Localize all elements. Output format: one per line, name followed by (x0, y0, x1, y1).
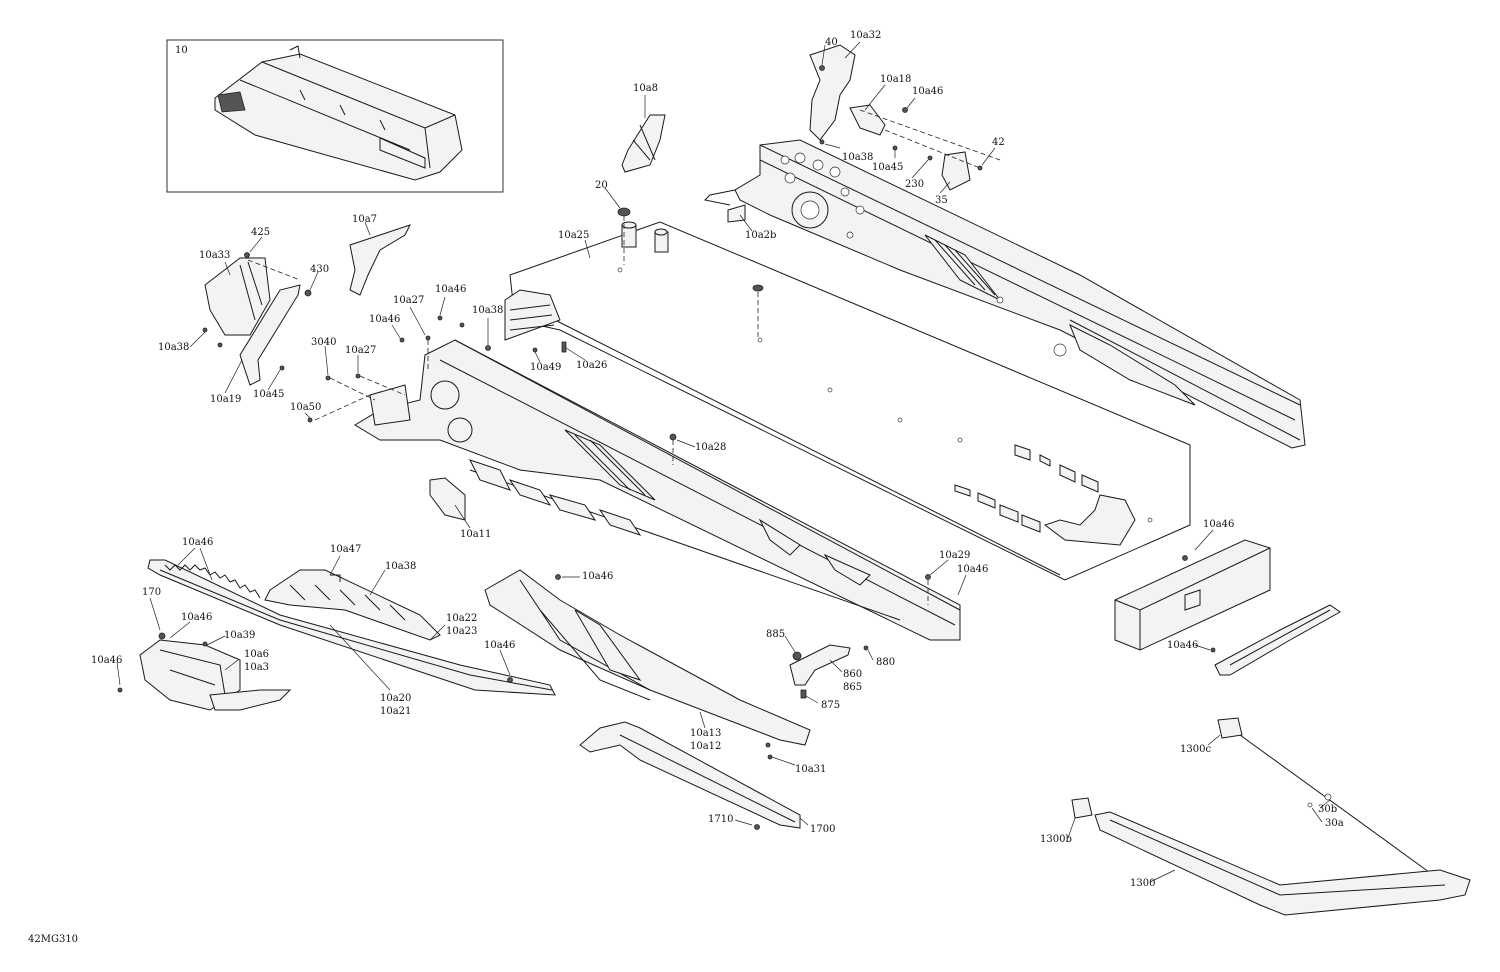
rail-holes (780, 152, 1067, 357)
callout-10a27-mid: 10a27 (345, 345, 376, 356)
inset-assembly-view: 10 (166, 39, 504, 193)
callout-10a47: 10a47 (330, 544, 361, 555)
callout-10a23: 10a23 (446, 626, 477, 637)
callout-10a46-top: 10a46 (435, 284, 466, 295)
leader-lines (116, 41, 1331, 883)
callout-230: 230 (905, 179, 924, 190)
callout-3040: 3040 (311, 337, 336, 348)
callout-35: 35 (935, 195, 948, 206)
callout-10a29: 10a29 (939, 550, 970, 561)
front-hardware (307, 315, 931, 605)
callout-10a31: 10a31 (795, 764, 826, 775)
callout-875: 875 (821, 700, 840, 711)
callout-10a46-rail-end: 10a46 (957, 564, 988, 575)
tunnel-cutouts (954, 444, 1136, 546)
callout-labels: 10a32 40 10a18 10a46 10a38 10a45 230 42 … (91, 30, 1344, 889)
tunnel-brackets (617, 114, 764, 340)
callout-170: 170 (142, 587, 161, 598)
callout-10a2b: 10a2b (745, 230, 776, 241)
callout-10a46: 10a46 (912, 86, 943, 97)
front-suspension-bracket (117, 632, 292, 711)
rail-cutouts (469, 459, 871, 586)
callout-10a27-top: 10a27 (393, 295, 424, 306)
callout-10a38-left: 10a38 (158, 342, 189, 353)
callout-10a21: 10a21 (380, 706, 411, 717)
callout-30b: 30b (1318, 804, 1337, 815)
running-board (484, 569, 811, 760)
callout-10a46-cross-low: 10a46 (1167, 640, 1198, 651)
inset-label: 10 (175, 45, 188, 56)
callout-865: 865 (843, 682, 862, 693)
callout-1300: 1300 (1130, 878, 1155, 889)
callout-10a46-bumper: 10a46 (182, 537, 213, 548)
callout-10a45-left: 10a45 (253, 389, 284, 400)
front-mesh-bracket (264, 569, 441, 641)
callout-10a46-board-low: 10a46 (484, 640, 515, 651)
callout-10a3: 10a3 (244, 662, 269, 673)
callout-10a6: 10a6 (244, 649, 269, 660)
callout-10a19: 10a19 (210, 394, 241, 405)
callout-20: 20 (595, 180, 608, 191)
callout-10a28: 10a28 (695, 442, 726, 453)
callout-10a46-mid: 10a46 (369, 314, 400, 325)
tunnel-rivets (617, 267, 1153, 523)
callout-40: 40 (825, 37, 838, 48)
small-link-bracket (789, 644, 869, 699)
callout-30a: 30a (1325, 818, 1344, 829)
callout-10a13: 10a13 (690, 728, 721, 739)
callout-10a45: 10a45 (872, 162, 903, 173)
left-brackets (202, 224, 411, 386)
footrest (579, 721, 801, 830)
callout-10a38-mid: 10a38 (472, 305, 503, 316)
callout-425: 425 (251, 227, 270, 238)
callout-10a46-board: 10a46 (582, 571, 613, 582)
callout-885: 885 (766, 629, 785, 640)
tunnel-panel (504, 221, 1191, 581)
callout-10a7: 10a7 (352, 214, 377, 225)
left-frame-rail (354, 339, 961, 641)
rear-cross-brace (1214, 604, 1341, 676)
callout-10a18: 10a18 (880, 74, 911, 85)
callout-10a25: 10a25 (558, 230, 589, 241)
callout-1710: 1710 (708, 814, 733, 825)
callout-1300c: 1300c (1180, 744, 1211, 755)
callout-860: 860 (843, 669, 862, 680)
callout-880: 880 (876, 657, 895, 668)
callout-430: 430 (310, 264, 329, 275)
callout-10a12: 10a12 (690, 741, 721, 752)
callout-10a46-front: 10a46 (181, 612, 212, 623)
callout-42: 42 (992, 137, 1005, 148)
callout-10a32: 10a32 (850, 30, 881, 41)
callout-10a22: 10a22 (446, 613, 477, 624)
callout-10a49: 10a49 (530, 362, 561, 373)
callout-10a46-cross: 10a46 (1203, 519, 1234, 530)
callout-1700: 1700 (810, 824, 835, 835)
callout-10a38: 10a38 (842, 152, 873, 163)
callout-10a8: 10a8 (633, 83, 658, 94)
callout-10a50: 10a50 (290, 402, 321, 413)
rear-cross-member (1114, 539, 1271, 653)
callout-1300b: 1300b (1040, 834, 1072, 845)
callout-10a20: 10a20 (380, 693, 411, 704)
callout-10a38-mesh: 10a38 (385, 561, 416, 572)
callout-10a33: 10a33 (199, 250, 230, 261)
callout-10a46-far-left: 10a46 (91, 655, 122, 666)
diagram-code: 42MG310 (28, 934, 78, 945)
upper-bracket-cluster (809, 44, 1001, 191)
rear-bumper (1071, 717, 1471, 916)
right-frame-rail (703, 139, 1306, 449)
callout-10a39: 10a39 (224, 630, 255, 641)
callout-10a11: 10a11 (460, 529, 491, 540)
callout-10a26: 10a26 (576, 360, 607, 371)
